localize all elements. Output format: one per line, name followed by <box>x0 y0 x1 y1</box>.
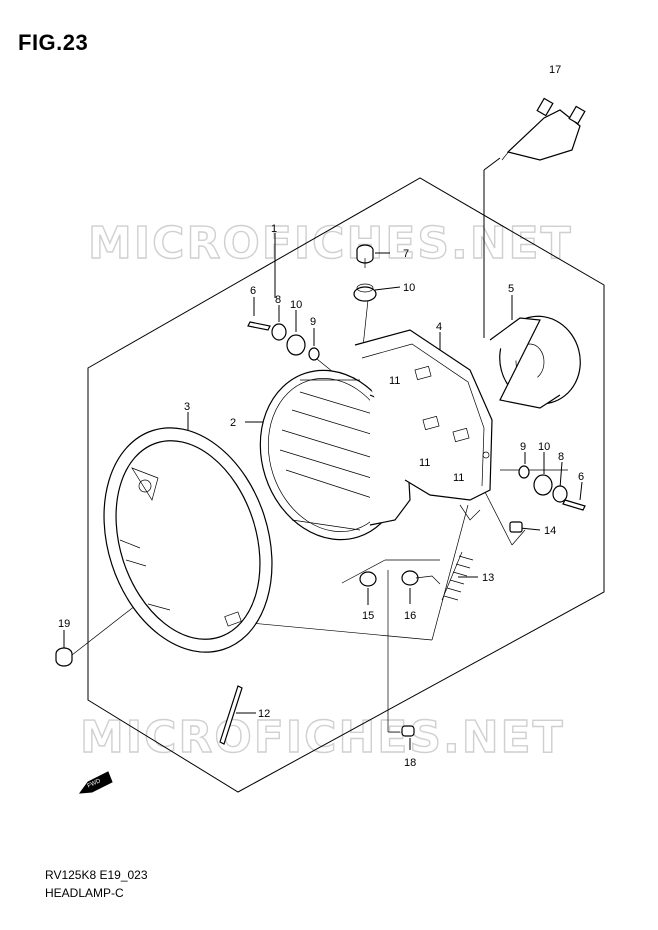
callout-19: 19 <box>58 618 70 630</box>
figure-title: FIG.23 <box>18 30 89 55</box>
figure-code: RV125K8 E19_023 <box>45 868 148 882</box>
part-trim-ring <box>103 427 273 653</box>
callout-8-left: 8 <box>275 294 281 306</box>
callout-8-right: 8 <box>558 451 564 463</box>
callout-13: 13 <box>482 572 494 584</box>
callout-3: 3 <box>184 401 190 413</box>
callout-10-right: 10 <box>538 441 550 453</box>
callout-6-right: 6 <box>578 471 584 483</box>
callout-16: 16 <box>404 610 416 622</box>
callout-17: 17 <box>549 64 561 76</box>
callout-15: 15 <box>362 610 374 622</box>
callout-labels: 1 2 3 4 5 6 6 7 8 8 9 9 10 10 10 11 11 1… <box>58 64 584 769</box>
assembly-boundary <box>87 177 605 793</box>
part-bulb-cover <box>489 315 581 409</box>
callout-4: 4 <box>436 321 442 333</box>
callout-9-right: 9 <box>520 441 526 453</box>
callout-7: 7 <box>403 248 409 260</box>
watermark-bottom: MICROFICHES.NET <box>80 712 565 763</box>
callout-14: 14 <box>544 525 556 537</box>
callout-6-left: 6 <box>250 285 256 297</box>
callout-2: 2 <box>230 417 236 429</box>
callout-10-left: 10 <box>290 299 302 311</box>
callout-18: 18 <box>404 757 416 769</box>
callout-9-left: 9 <box>310 316 316 328</box>
part-bulb <box>501 97 586 161</box>
fwd-label: FWD <box>87 778 103 789</box>
callout-10-top: 10 <box>403 282 415 294</box>
part-housing-bracket <box>354 329 493 521</box>
callout-11-b: 11 <box>419 457 430 469</box>
part-small-hardware <box>55 244 586 745</box>
callout-1: 1 <box>271 223 277 235</box>
callout-11-a: 11 <box>389 375 400 387</box>
fwd-arrow-icon: FWD <box>78 771 113 794</box>
figure-name: HEADLAMP-C <box>45 886 124 900</box>
watermark-top: MICROFICHES.NET <box>88 218 573 269</box>
callout-11-c: 11 <box>453 472 464 484</box>
callout-12: 12 <box>258 708 270 720</box>
callout-5: 5 <box>508 283 514 295</box>
